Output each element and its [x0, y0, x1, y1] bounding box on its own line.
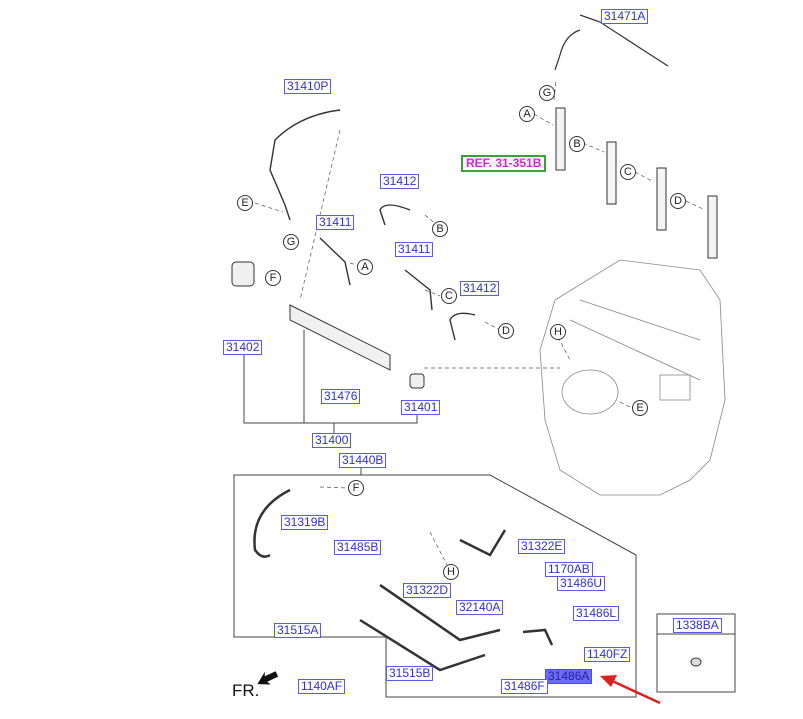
part-label-31319B[interactable]: 31319B	[281, 515, 329, 530]
injectors	[555, 107, 718, 259]
callout-a-upper: A	[519, 106, 535, 122]
part-label-1338BA[interactable]: 1338BA	[673, 618, 722, 633]
part-label-31440B[interactable]: 31440B	[339, 453, 387, 468]
part-label-31486A[interactable]: 31486A	[545, 669, 593, 684]
fuel-rail	[231, 261, 425, 389]
callout-b-upper: B	[569, 136, 585, 152]
part-label-31402[interactable]: 31402	[223, 340, 263, 355]
nut-1338BA	[690, 657, 702, 667]
callout-d-rail: D	[498, 323, 514, 339]
callout-c-rail: C	[441, 288, 457, 304]
part-label-31486L[interactable]: 31486L	[573, 606, 620, 621]
callout-g-rail: G	[283, 234, 299, 250]
front-direction-label: FR.	[232, 681, 260, 700]
part-label-31411-right[interactable]: 31411	[395, 242, 434, 257]
part-label-1170AB[interactable]: 1170AB	[545, 562, 593, 577]
callout-g-upper: G	[539, 85, 555, 101]
callout-c-upper: C	[620, 164, 636, 180]
part-label-31412-upper[interactable]: 31412	[380, 174, 420, 189]
return-hoses	[253, 488, 554, 672]
part-label-31486F[interactable]: 31486F	[501, 679, 548, 694]
part-label-1140FZ[interactable]: 1140FZ	[584, 647, 631, 662]
part-label-31486U[interactable]: 31486U	[557, 576, 606, 591]
part-label-31515B[interactable]: 31515B	[386, 666, 434, 681]
callout-e-lower: E	[632, 400, 648, 416]
group-line-31400	[243, 352, 418, 424]
pointer-arrow	[600, 675, 661, 705]
part-label-32140A[interactable]: 32140A	[456, 600, 504, 615]
callout-h-engine: H	[550, 324, 566, 340]
kit-box-31440B	[233, 465, 637, 698]
part-label-31401[interactable]: 31401	[401, 400, 441, 415]
part-label-31515A[interactable]: 31515A	[274, 623, 322, 638]
part-label-31471A[interactable]: 31471A	[601, 9, 649, 24]
part-label-31322D[interactable]: 31322D	[403, 583, 452, 598]
callout-b-rail: B	[432, 221, 448, 237]
callout-h-kit: H	[443, 564, 459, 580]
part-label-31322E[interactable]: 31322E	[518, 539, 566, 554]
callout-e-rail: E	[237, 195, 253, 211]
part-label-31485B[interactable]: 31485B	[334, 540, 382, 555]
part-label-31412-lower[interactable]: 31412	[460, 281, 500, 296]
callout-d-upper: D	[670, 193, 686, 209]
callout-f-rail: F	[265, 270, 281, 286]
reference-label[interactable]: REF. 31-351B	[461, 155, 547, 172]
callout-a-rail: A	[357, 259, 373, 275]
part-label-31411-left[interactable]: 31411	[316, 215, 355, 230]
engine-block	[539, 259, 726, 496]
callout-f-lower: F	[348, 480, 364, 496]
kit-box-1338BA	[656, 613, 736, 693]
fuel-pipes	[269, 109, 476, 341]
part-label-1140AF[interactable]: 1140AF	[298, 679, 346, 694]
front-direction-arrow	[257, 671, 279, 685]
part-label-31476[interactable]: 31476	[321, 389, 361, 404]
part-label-31400[interactable]: 31400	[312, 433, 352, 448]
part-label-31410P[interactable]: 31410P	[284, 79, 332, 94]
